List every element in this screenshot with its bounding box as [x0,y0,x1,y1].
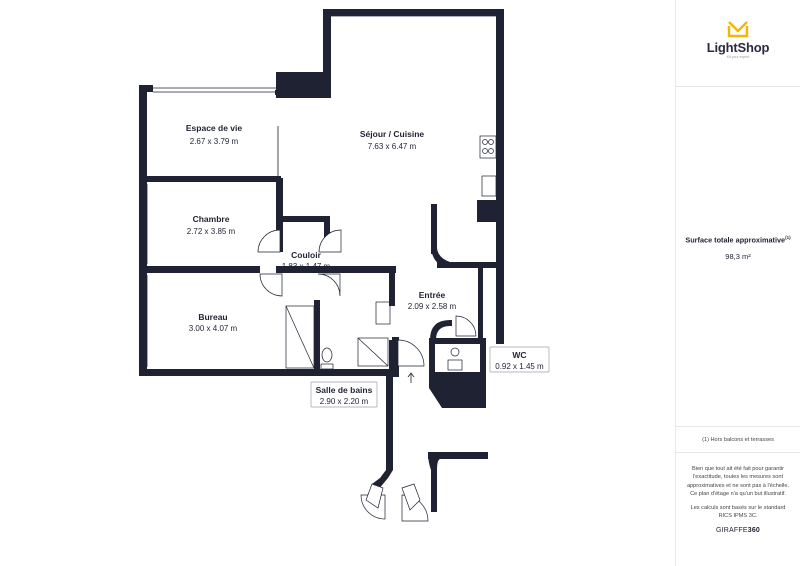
room-dims-sejour: 7.63 x 6.47 m [368,142,417,151]
room-dims-bureau: 3.00 x 4.07 m [189,324,238,333]
room-name-bureau: Bureau [198,312,227,322]
info-panel: LightShop Kit your expert Surface totale… [675,0,800,566]
room-dims-espace: 2.67 x 3.79 m [190,137,239,146]
logo-section: LightShop Kit your expert [676,0,800,87]
room-dims-chambre: 2.72 x 3.85 m [187,227,236,236]
disclaimer-section: Bien que tout ait été fait pour garantir… [686,465,790,534]
room-name-chambre: Chambre [193,214,230,224]
footnote: (1) Hors balcons et terrasses [702,437,774,443]
room-name-couloir: Couloir [291,250,321,260]
footnote-section: (1) Hors balcons et terrasses [676,427,800,453]
entry-arrow [407,372,415,383]
area-section: Surface totale approximative(1) 98,3 m² [676,87,800,427]
boxed-label-sdb: Salle de bains 2.90 x 2.20 m [310,381,378,408]
room-labels: Espace de vie 2.67 x 3.79 m Séjour / Cui… [186,123,457,333]
fixtures [285,135,497,371]
room-dims-wc: 0.92 x 1.45 m [495,362,544,371]
room-name-espace: Espace de vie [186,123,243,133]
room-name-entree: Entrée [419,290,446,300]
area-value: 98,3 m² [725,252,751,262]
disclaimer-text: Bien que tout ait été fait pour garantir… [686,466,790,498]
standard-text: Les calculs sont basés sur le standard R… [690,504,786,520]
brand-tagline: Kit your expert [726,55,750,59]
footer-brand: GIRAFFE360 [715,527,761,535]
area-title: Surface totale approximative(1) [685,235,791,245]
doors [257,229,477,522]
room-dims-couloir: 1.83 x 1.47 m [282,262,331,271]
windows [142,11,496,367]
walls [139,9,504,512]
room-name-sejour: Séjour / Cuisine [360,129,425,139]
boxed-label-wc: WC 0.92 x 1.45 m [489,346,550,373]
brand-name: LightShop [706,40,770,55]
room-dims-entree: 2.09 x 2.58 m [408,302,457,311]
room-name-sdb: Salle de bains [316,385,373,395]
room-dims-sdb: 2.90 x 2.20 m [320,397,369,406]
floor-plan: Espace de vie 2.67 x 3.79 m Séjour / Cui… [139,9,550,522]
room-name-wc: WC [512,350,526,360]
lightshop-logo-icon [727,21,749,38]
